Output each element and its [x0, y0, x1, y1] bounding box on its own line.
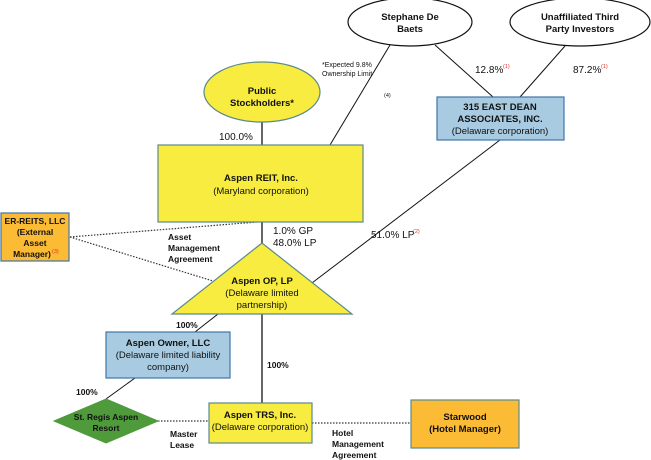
pct-stephane-label: 12.8% [475, 65, 503, 76]
connector-ermgr-op [69, 236, 214, 282]
node-public-line2: Stockholders* [230, 98, 294, 109]
node-owner-desc2: company) [147, 362, 189, 373]
node-trs-desc: (Delaware corporation) [212, 422, 309, 433]
pct-trs-label: 100% [267, 360, 289, 370]
node-public-line1: Public [248, 86, 277, 97]
connector-ermgr-reit [69, 221, 258, 238]
node-aspen-owner: Aspen Owner, LLC (Delaware limited liabi… [105, 331, 231, 379]
node-unaffiliated-investors: Unaffiliated Third Party Investors [509, 0, 651, 47]
node-starwood-line2: (Hotel Manager) [429, 424, 501, 435]
connector-op-owner [194, 313, 219, 333]
node-erreits-line1: ER-REITS, LLC [5, 216, 66, 226]
connector-unaffiliated-eastdean [519, 45, 566, 98]
asset-mgmt-label-line1: Asset [168, 232, 191, 242]
hotel-mgmt-label-line1: Hotel [332, 428, 353, 438]
pct-owner-label: 100% [176, 320, 198, 330]
node-erreits-line3: Asset [23, 238, 46, 248]
node-er-reits: ER-REITS, LLC (External Asset Manager) (… [0, 212, 70, 262]
connector-stephane-eastdean [434, 44, 494, 98]
pct-resort-label: 100% [76, 387, 98, 397]
node-reit-name: Aspen REIT, Inc. [224, 173, 298, 184]
node-stephane-line2: Baets [397, 24, 423, 35]
node-owner-desc1: (Delaware limited liability [116, 350, 221, 361]
pct-unaffiliated-sup: (1) [601, 64, 608, 70]
pct-unaffiliated-label: 87.2% [573, 65, 601, 76]
node-aspen-reit: Aspen REIT, Inc. (Maryland corporation) [157, 144, 364, 223]
node-eastdean-line1: 315 EAST DEAN [463, 102, 537, 113]
connector-stephane-reit [329, 44, 391, 146]
node-eastdean-desc: (Delaware corporation) [452, 126, 549, 137]
node-east-dean-associates: 315 EAST DEAN ASSOCIATES, INC. (Delaware… [436, 96, 565, 141]
node-eastdean-line2: ASSOCIATES, INC. [457, 114, 542, 125]
connector-eastdean-op [307, 139, 501, 287]
node-op-desc1: (Delaware limited [225, 288, 298, 299]
node-erreits-line4: Manager) [13, 249, 51, 259]
node-owner-name: Aspen Owner, LLC [126, 338, 211, 349]
pct-eastdean-lp-sup: (2) [413, 229, 420, 235]
node-resort-line2: Resort [93, 423, 120, 433]
asset-mgmt-label-line2: Management [168, 243, 220, 253]
node-public-stockholders: Public Stockholders* [203, 61, 321, 123]
node-st-regis-resort: St. Regis Aspen Resort [52, 398, 160, 444]
node-reit-desc: (Maryland corporation) [213, 186, 309, 197]
node-resort-line1: St. Regis Aspen [74, 412, 138, 422]
asset-mgmt-label-line3: Agreement [168, 254, 213, 264]
node-op-desc2: partnership) [237, 300, 288, 311]
hotel-mgmt-label-line3: Agreement [332, 450, 377, 460]
pct-public-label: 100.0% [219, 132, 253, 143]
node-aspen-trs: Aspen TRS, Inc. (Delaware corporation) [208, 402, 313, 444]
pct-lp-label: 48.0% LP [273, 238, 317, 249]
node-trs-name: Aspen TRS, Inc. [224, 410, 296, 421]
node-unaffiliated-line1: Unaffiliated Third [541, 12, 619, 23]
node-op-name: Aspen OP, LP [231, 276, 293, 287]
pct-eastdean-lp-label: 51.0% LP [371, 230, 415, 241]
node-stephane-de-baets: Stephane De Baets [347, 0, 473, 47]
ownership-limit-note-line2: Ownership Limit [322, 71, 372, 78]
node-starwood-line1: Starwood [443, 412, 486, 423]
pct-stephane-sup: (1) [503, 64, 510, 70]
node-aspen-op: Aspen OP, LP (Delaware limited partnersh… [170, 242, 354, 315]
ownership-limit-note-line1: *Expected 9.8% [322, 62, 372, 69]
connector-owner-resort [105, 377, 136, 400]
node-unaffiliated-line2: Party Investors [546, 24, 615, 35]
master-lease-label-line2: Lease [170, 440, 194, 450]
edge-labels: *Expected 9.8% Ownership Limit (4) 12.8%… [76, 62, 608, 460]
node-starwood: Starwood (Hotel Manager) [410, 399, 520, 449]
node-erreits-sup: (3) [52, 249, 59, 255]
master-lease-label-line1: Master [170, 429, 198, 439]
node-stephane-line1: Stephane De [381, 12, 439, 23]
pct-gp-label: 1.0% GP [273, 226, 313, 237]
note-4-label: (4) [384, 93, 391, 99]
connectors [69, 44, 566, 424]
hotel-mgmt-label-line2: Management [332, 439, 384, 449]
node-erreits-line2: (External [17, 227, 53, 237]
